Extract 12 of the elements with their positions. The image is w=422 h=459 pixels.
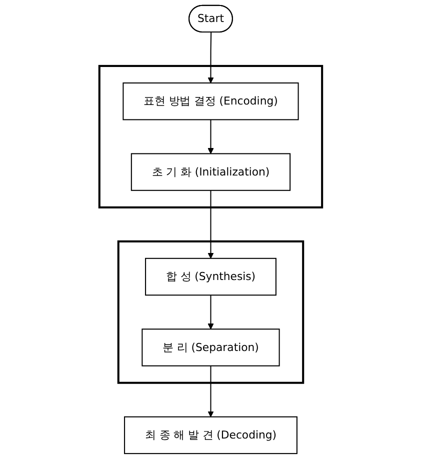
node-box: 합 성 (Synthesis): [145, 258, 277, 296]
node-box: 표현 방법 결정 (Encoding): [122, 82, 300, 120]
cluster: [118, 240, 304, 384]
arrow: [208, 366, 214, 418]
node-box: 분 리 (Separation): [142, 328, 280, 366]
arrow: [208, 190, 214, 259]
node-box: 초 기 화 (Initialization): [131, 153, 291, 191]
arrow: [208, 295, 214, 330]
arrow: [208, 120, 214, 154]
arrow: [208, 32, 214, 84]
node-box: 최 종 해 발 견 (Decoding): [124, 416, 298, 454]
cluster: [98, 64, 324, 208]
